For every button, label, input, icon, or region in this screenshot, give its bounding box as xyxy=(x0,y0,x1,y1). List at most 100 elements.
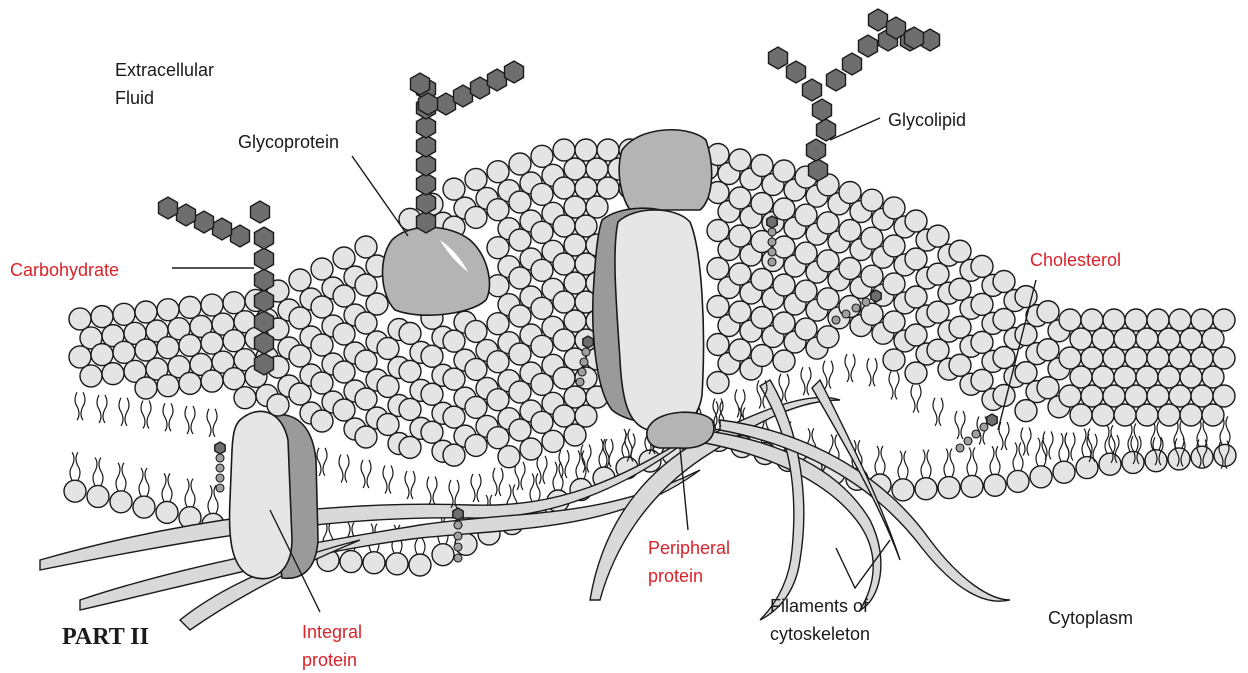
lipid-head xyxy=(729,225,751,247)
lipid-head xyxy=(817,250,839,272)
sugar-hexagon xyxy=(987,414,997,426)
lipid-head xyxy=(729,149,751,171)
lipid-head xyxy=(927,301,949,323)
cholesterol-bead xyxy=(768,258,776,266)
lipid-head xyxy=(509,153,531,175)
lipid-tail xyxy=(76,452,80,480)
sugar-hexagon xyxy=(787,61,806,83)
lipid-head xyxy=(157,375,179,397)
lipid-tail xyxy=(867,358,871,386)
lipid-head xyxy=(575,405,597,427)
lipid-tail xyxy=(911,385,915,413)
lipid-tail xyxy=(1021,428,1025,456)
lipid-head xyxy=(575,253,597,275)
lipid-head xyxy=(355,426,377,448)
lipid-head xyxy=(1169,309,1191,331)
lipid-head xyxy=(1114,328,1136,350)
lipid-head xyxy=(553,367,575,389)
sugar-hexagon xyxy=(255,248,274,270)
lipid-head xyxy=(1213,347,1235,369)
lipid-head xyxy=(984,474,1006,496)
lipid-head xyxy=(1030,466,1052,488)
lipid-head xyxy=(1180,366,1202,388)
lipid-tail xyxy=(455,480,459,508)
lipid-tail xyxy=(599,439,603,467)
lipid-head xyxy=(1136,366,1158,388)
lipid-head xyxy=(1147,309,1169,331)
sugar-hexagon xyxy=(251,201,270,223)
lipid-head xyxy=(553,405,575,427)
lipid-tail xyxy=(493,468,497,496)
lipid-tail xyxy=(1088,429,1092,457)
lipid-head xyxy=(432,544,454,566)
lipid-head xyxy=(927,225,949,247)
lipid-tail xyxy=(213,409,217,437)
lipid-head xyxy=(1007,470,1029,492)
lipid-head xyxy=(1059,385,1081,407)
lipid-head xyxy=(1136,404,1158,426)
lipid-tail xyxy=(996,446,1000,474)
lipid-head xyxy=(1114,404,1136,426)
cholesterol-bead xyxy=(768,248,776,256)
integral-protein-left xyxy=(230,411,318,578)
lipid-head xyxy=(553,177,575,199)
cytoplasm-label: Cytoplasm xyxy=(1048,608,1133,628)
lipid-head xyxy=(1191,385,1213,407)
lipid-head xyxy=(1158,328,1180,350)
filament-leader xyxy=(836,540,890,588)
lipid-head xyxy=(465,168,487,190)
sugar-hexagon xyxy=(195,211,214,233)
lipid-head xyxy=(443,368,465,390)
lipid-head xyxy=(553,291,575,313)
lipid-tail xyxy=(103,395,107,423)
lipid-head xyxy=(179,372,201,394)
cholesterol-bead xyxy=(454,554,462,562)
lipid-head xyxy=(1076,457,1098,479)
lipid-tail xyxy=(881,446,885,474)
lipid-head xyxy=(927,263,949,285)
lipid-head xyxy=(531,411,553,433)
cholesterol-bead xyxy=(582,348,590,356)
lipid-head xyxy=(1158,404,1180,426)
sugar-hexagon xyxy=(411,73,430,95)
lipid-head xyxy=(386,553,408,575)
lipid-head xyxy=(971,331,993,353)
lipid-tail xyxy=(119,398,123,426)
lipid-head xyxy=(87,485,109,507)
lipid-head xyxy=(892,479,914,501)
lipid-tail xyxy=(1005,422,1009,450)
lipid-tail xyxy=(1059,433,1063,461)
lipid-head xyxy=(1037,301,1059,323)
cholesterol-bead xyxy=(852,304,860,312)
lipid-head xyxy=(1147,347,1169,369)
lipid-head xyxy=(69,346,91,368)
lipid-head xyxy=(156,501,178,523)
sugar-hexagon xyxy=(488,69,507,91)
lipid-head xyxy=(340,551,362,573)
lipid-tail xyxy=(927,450,931,478)
lipid-head xyxy=(509,343,531,365)
lipid-tail xyxy=(147,401,151,429)
lipid-head xyxy=(773,198,795,220)
sugar-hexagon xyxy=(817,119,836,141)
lipid-head xyxy=(487,427,509,449)
lipid-head xyxy=(443,406,465,428)
lipid-tail xyxy=(829,361,833,389)
lipid-tail xyxy=(1036,438,1040,466)
lipid-head xyxy=(487,313,509,335)
sugar-hexagon xyxy=(583,336,593,348)
lipid-head xyxy=(938,477,960,499)
lipid-head xyxy=(1191,309,1213,331)
lipid-head xyxy=(1081,309,1103,331)
lipid-head xyxy=(110,491,132,513)
lipid-head xyxy=(179,334,201,356)
lipid-head xyxy=(707,372,729,394)
lipid-head xyxy=(927,339,949,361)
sugar-hexagon xyxy=(471,77,490,99)
lipid-head xyxy=(311,258,333,280)
lipid-tail xyxy=(1019,442,1023,470)
sugar-hexagon xyxy=(159,197,178,219)
lipid-head xyxy=(1037,339,1059,361)
lipid-tail xyxy=(895,371,899,399)
cholesterol-bead xyxy=(578,368,586,376)
